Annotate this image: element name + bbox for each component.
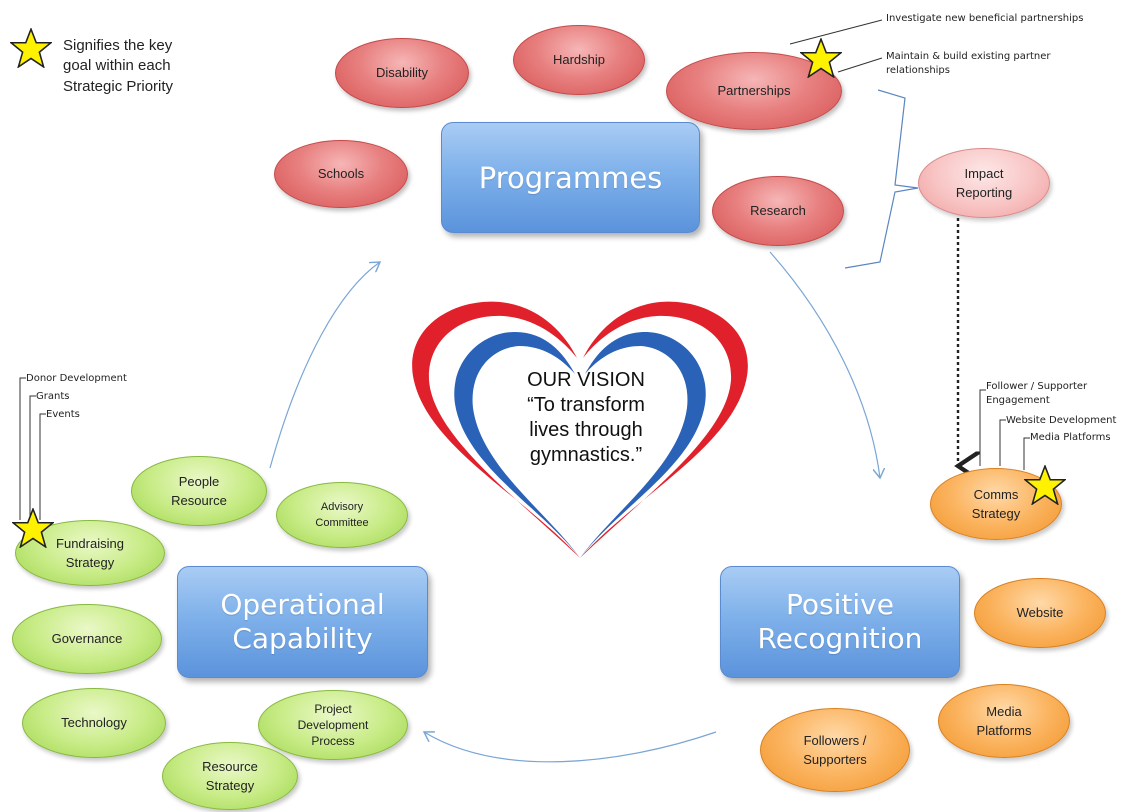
partnership-note-investigate: Investigate new beneficial partnerships <box>886 13 1084 24</box>
partnership-note-line-2 <box>837 57 883 73</box>
vision-statement: OUR VISION “To transform lives through g… <box>527 369 645 466</box>
comms-note-bracket-2 <box>999 419 1006 466</box>
goal-media-platforms[interactable]: Media Platforms <box>938 684 1070 758</box>
fundraising-note-grants: Grants <box>36 391 70 402</box>
impact-bracket <box>844 89 919 269</box>
positive-recognition-box[interactable]: Positive Recognition <box>720 566 960 678</box>
operational-capability-box[interactable]: Operational Capability <box>177 566 428 678</box>
legend-star-icon <box>10 28 52 68</box>
goal-disability[interactable]: Disability <box>335 38 469 108</box>
comms-note-media-platforms: Media Platforms <box>1030 432 1111 443</box>
cycle-arrow-programmes-to-recognition <box>769 251 880 478</box>
goal-advisory-committee[interactable]: Advisory Committee <box>276 482 408 548</box>
goal-followers-supporters[interactable]: Followers / Supporters <box>760 708 910 792</box>
fundraising-note-bracket-3 <box>39 413 46 520</box>
fundraising-note-donor-development: Donor Development <box>26 373 127 384</box>
partnership-note-line-1 <box>789 19 883 45</box>
legend-text: Signifies the key goal within each Strat… <box>63 37 174 95</box>
goal-schools[interactable]: Schools <box>274 140 408 208</box>
vision-heart-icon <box>412 301 748 558</box>
partnership-note-maintain: Maintain & build existing partner relati… <box>886 51 1051 76</box>
comms-note-website-development: Website Development <box>1006 415 1117 426</box>
goal-project-development-process[interactable]: Project Development Process <box>258 690 408 760</box>
goal-research[interactable]: Research <box>712 176 844 246</box>
fundraising-note-bracket-2 <box>29 395 36 520</box>
fundraising-note-events: Events <box>46 409 80 420</box>
programmes-box[interactable]: Programmes <box>441 122 700 233</box>
cycle-arrow-recognition-to-operational <box>424 732 717 763</box>
comms-note-bracket-1 <box>979 389 986 466</box>
goal-technology[interactable]: Technology <box>22 688 166 758</box>
fundraising-key-star-icon <box>12 508 54 548</box>
goal-impact-reporting[interactable]: Impact Reporting <box>918 148 1050 218</box>
goal-governance[interactable]: Governance <box>12 604 162 674</box>
goal-people-resource[interactable]: People Resource <box>131 456 267 526</box>
goal-resource-strategy[interactable]: Resource Strategy <box>162 742 298 810</box>
goal-comms-strategy[interactable]: Comms Strategy <box>930 468 1062 540</box>
partnerships-key-star-icon <box>800 38 842 78</box>
comms-note-bracket-3 <box>1023 437 1030 470</box>
cycle-arrow-operational-to-programmes <box>269 262 380 469</box>
goal-website[interactable]: Website <box>974 578 1106 648</box>
comms-key-star-icon <box>1024 465 1066 505</box>
goal-hardship[interactable]: Hardship <box>513 25 645 95</box>
fundraising-note-bracket-1 <box>19 377 26 520</box>
comms-note-follower: Follower / Supporter Engagement <box>986 381 1088 406</box>
